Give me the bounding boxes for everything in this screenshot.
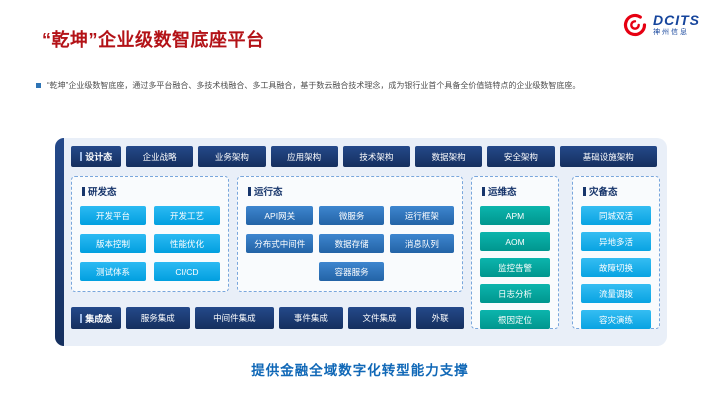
dr-box-header: 灾备态 xyxy=(583,184,651,198)
dr-node: 容灾演练 xyxy=(581,310,651,329)
runtime-node: 容器服务 xyxy=(319,262,384,281)
ops-box: 运维态 APM AOM 监控告警 日志分析 根因定位 xyxy=(471,176,559,329)
integration-node: 外联 xyxy=(416,307,464,329)
dev-node: 开发平台 xyxy=(80,206,146,225)
dev-node: 测试体系 xyxy=(80,262,146,281)
ops-box-header: 运维态 xyxy=(482,184,550,198)
ops-node: 监控告警 xyxy=(480,258,550,277)
design-node: 业务架构 xyxy=(198,146,266,167)
ops-node: APM xyxy=(480,206,550,225)
dcits-logo: DCITS 神州信息 xyxy=(622,12,700,38)
intro-bullet-row: “乾坤”企业级数智底座，通过多平台融合、多技术栈融合、多工具融合，基于数云融合技… xyxy=(36,80,686,92)
ops-node: AOM xyxy=(480,232,550,251)
design-row: 设计态 企业战略 业务架构 应用架构 技术架构 数据架构 安全架构 基础设施架构 xyxy=(71,146,658,167)
design-label-text: 设计态 xyxy=(85,152,113,162)
panel-accent-bar xyxy=(55,138,64,346)
dev-box: 研发态 开发平台 开发工艺 版本控制 性能优化 测试体系 CI/CD xyxy=(71,176,229,292)
dr-label-text: 灾备态 xyxy=(589,187,618,198)
dr-node: 流量调拨 xyxy=(581,284,651,303)
section-tick-icon xyxy=(82,186,85,196)
logo-swirl-icon xyxy=(623,13,647,37)
integration-node: 服务集成 xyxy=(126,307,190,329)
dev-label-text: 研发态 xyxy=(88,187,117,198)
dev-node: 性能优化 xyxy=(154,234,220,253)
design-label: 设计态 xyxy=(71,146,121,167)
design-node: 基础设施架构 xyxy=(559,146,658,167)
ops-label-text: 运维态 xyxy=(488,187,517,198)
architecture-panel: 设计态 企业战略 业务架构 应用架构 技术架构 数据架构 安全架构 基础设施架构… xyxy=(55,138,667,346)
page-title: “乾坤”企业级数智底座平台 xyxy=(42,30,265,50)
bullet-square-icon xyxy=(36,83,41,88)
dev-node: 开发工艺 xyxy=(154,206,220,225)
runtime-node: API网关 xyxy=(246,206,314,225)
section-tick-icon xyxy=(248,186,251,196)
design-node: 应用架构 xyxy=(270,146,338,167)
runtime-grid: API网关 微服务 运行框架 分布式中间件 数据存储 消息队列 容器服务 xyxy=(246,206,454,281)
runtime-box-header: 运行态 xyxy=(248,184,454,198)
integration-row: 集成态 服务集成 中间件集成 事件集成 文件集成 外联 xyxy=(71,307,464,329)
runtime-node: 数据存储 xyxy=(319,234,384,253)
dev-node: 版本控制 xyxy=(80,234,146,253)
integration-node: 中间件集成 xyxy=(194,307,275,329)
dr-node: 同城双活 xyxy=(581,206,651,225)
logo-text: DCITS 神州信息 xyxy=(653,11,700,37)
runtime-label-text: 运行态 xyxy=(254,187,283,198)
footer-caption: 提供金融全域数字化转型能力支撑 xyxy=(251,363,469,378)
design-node: 安全架构 xyxy=(487,146,555,167)
integration-node: 文件集成 xyxy=(347,307,412,329)
dr-node: 异地多活 xyxy=(581,232,651,251)
integration-label-text: 集成态 xyxy=(85,313,113,324)
dr-grid: 同城双活 异地多活 故障切换 流量调拨 容灾演练 xyxy=(581,206,651,329)
ops-grid: APM AOM 监控告警 日志分析 根因定位 xyxy=(480,206,550,329)
runtime-node: 微服务 xyxy=(319,206,384,225)
dr-node: 故障切换 xyxy=(581,258,651,277)
logo-brand: DCITS xyxy=(653,11,700,28)
dev-node: CI/CD xyxy=(154,262,220,281)
runtime-node: 消息队列 xyxy=(389,234,454,253)
runtime-node: 分布式中间件 xyxy=(246,234,314,253)
intro-text: “乾坤”企业级数智底座，通过多平台融合、多技术栈融合、多工具融合，基于数云融合技… xyxy=(47,81,581,90)
runtime-node: 运行框架 xyxy=(389,206,454,225)
integration-node: 事件集成 xyxy=(279,307,343,329)
design-node: 数据架构 xyxy=(415,146,483,167)
design-node: 企业战略 xyxy=(126,146,194,167)
runtime-box: 运行态 API网关 微服务 运行框架 分布式中间件 数据存储 消息队列 容器服务 xyxy=(237,176,463,292)
section-tick-icon xyxy=(79,313,83,323)
logo-subtitle: 神州信息 xyxy=(653,29,689,37)
section-tick-icon xyxy=(583,186,586,196)
ops-node: 根因定位 xyxy=(480,310,550,329)
dev-box-header: 研发态 xyxy=(82,184,220,198)
section-tick-icon xyxy=(482,186,485,196)
section-tick-icon xyxy=(79,152,83,161)
dr-box: 灾备态 同城双活 异地多活 故障切换 流量调拨 容灾演练 xyxy=(572,176,660,329)
ops-node: 日志分析 xyxy=(480,284,550,303)
integration-label: 集成态 xyxy=(71,307,121,329)
design-node: 技术架构 xyxy=(342,146,410,167)
dev-grid: 开发平台 开发工艺 版本控制 性能优化 测试体系 CI/CD xyxy=(80,206,220,281)
